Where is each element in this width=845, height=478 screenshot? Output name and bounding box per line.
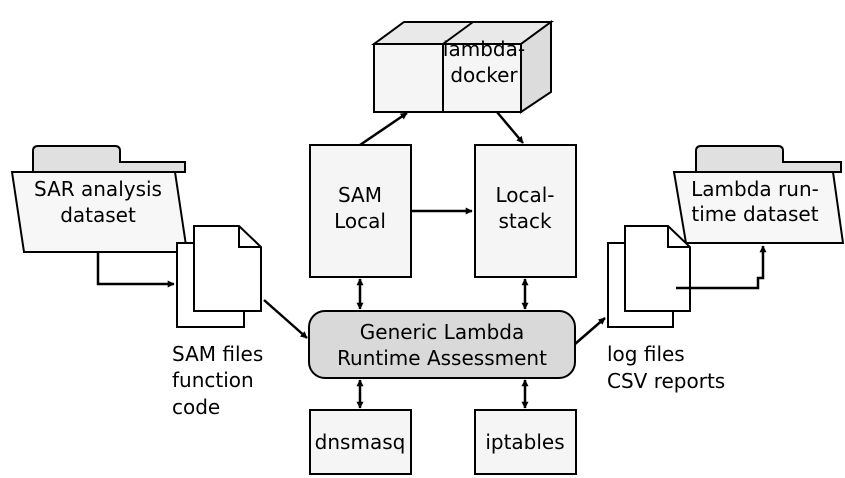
arrow-sar-to-samfiles bbox=[96, 252, 175, 288]
arrow-logfiles-to-dataset bbox=[676, 245, 767, 290]
iptables-box bbox=[474, 409, 577, 475]
localstack-box bbox=[474, 144, 577, 278]
sam-files-line2: function bbox=[172, 368, 254, 392]
folder-front-icon bbox=[672, 171, 845, 244]
log-files-line1: log files bbox=[607, 342, 685, 366]
lambda-runtime-dataset-folder: Lambda run- time dataset bbox=[672, 145, 845, 244]
arrow-generic-to-logfiles bbox=[574, 317, 606, 345]
lambda-dataset-line1: Lambda run- bbox=[691, 177, 819, 201]
document-fold-icon bbox=[667, 226, 690, 248]
document-front-icon bbox=[193, 225, 262, 312]
sar-dataset-line1: SAR analysis bbox=[34, 177, 162, 201]
dnsmasq-label: dnsmasq bbox=[315, 430, 406, 454]
cube-edge bbox=[442, 21, 474, 45]
iptables-node: iptables bbox=[474, 409, 577, 475]
cube-front-icon bbox=[373, 43, 522, 113]
dnsmasq-box bbox=[309, 409, 412, 475]
generic-lambda-box bbox=[308, 310, 576, 379]
lambda-docker-line2: docker bbox=[450, 63, 518, 87]
localstack-line2: stack bbox=[498, 209, 552, 233]
localstack-line1: Local- bbox=[495, 183, 554, 207]
document-fold-icon bbox=[238, 226, 261, 248]
folder-back-icon bbox=[32, 145, 186, 173]
sam-files-line3: code bbox=[172, 395, 220, 419]
sam-local-node: SAM Local bbox=[309, 144, 412, 278]
arrow-samfiles-to-generic bbox=[263, 299, 308, 339]
sam-local-box bbox=[309, 144, 412, 278]
sam-local-line2: Local bbox=[334, 209, 386, 233]
log-files-documents bbox=[607, 225, 691, 328]
arrow-docker-to-localstack bbox=[496, 111, 524, 144]
sam-files-label: SAM files function code bbox=[172, 342, 263, 419]
iptables-label: iptables bbox=[485, 430, 564, 454]
log-files-label: log files CSV reports bbox=[607, 342, 725, 393]
localstack-node: Local- stack bbox=[474, 144, 577, 278]
connectors bbox=[96, 111, 767, 409]
lambda-docker-line1: lambda- bbox=[443, 37, 525, 61]
dnsmasq-node: dnsmasq bbox=[309, 409, 412, 475]
generic-lambda-node: Generic Lambda Runtime Assessment bbox=[308, 310, 576, 379]
lambda-dataset-line2: time dataset bbox=[691, 202, 818, 226]
generic-lambda-line2: Runtime Assessment bbox=[337, 346, 547, 370]
sam-local-line1: SAM bbox=[338, 183, 382, 207]
sam-files-line1: SAM files bbox=[172, 342, 263, 366]
log-files-line2: CSV reports bbox=[607, 369, 725, 393]
generic-lambda-line1: Generic Lambda bbox=[360, 320, 524, 344]
sar-dataset-line2: dataset bbox=[60, 203, 136, 227]
arrow-samlocal-to-docker bbox=[359, 111, 408, 147]
sam-files-documents bbox=[176, 225, 262, 328]
folder-back-icon bbox=[695, 145, 842, 173]
document-front-icon bbox=[624, 225, 691, 312]
sar-analysis-dataset-folder: SAR analysis dataset bbox=[10, 145, 189, 253]
lambda-docker-node: lambda- docker bbox=[370, 20, 555, 114]
